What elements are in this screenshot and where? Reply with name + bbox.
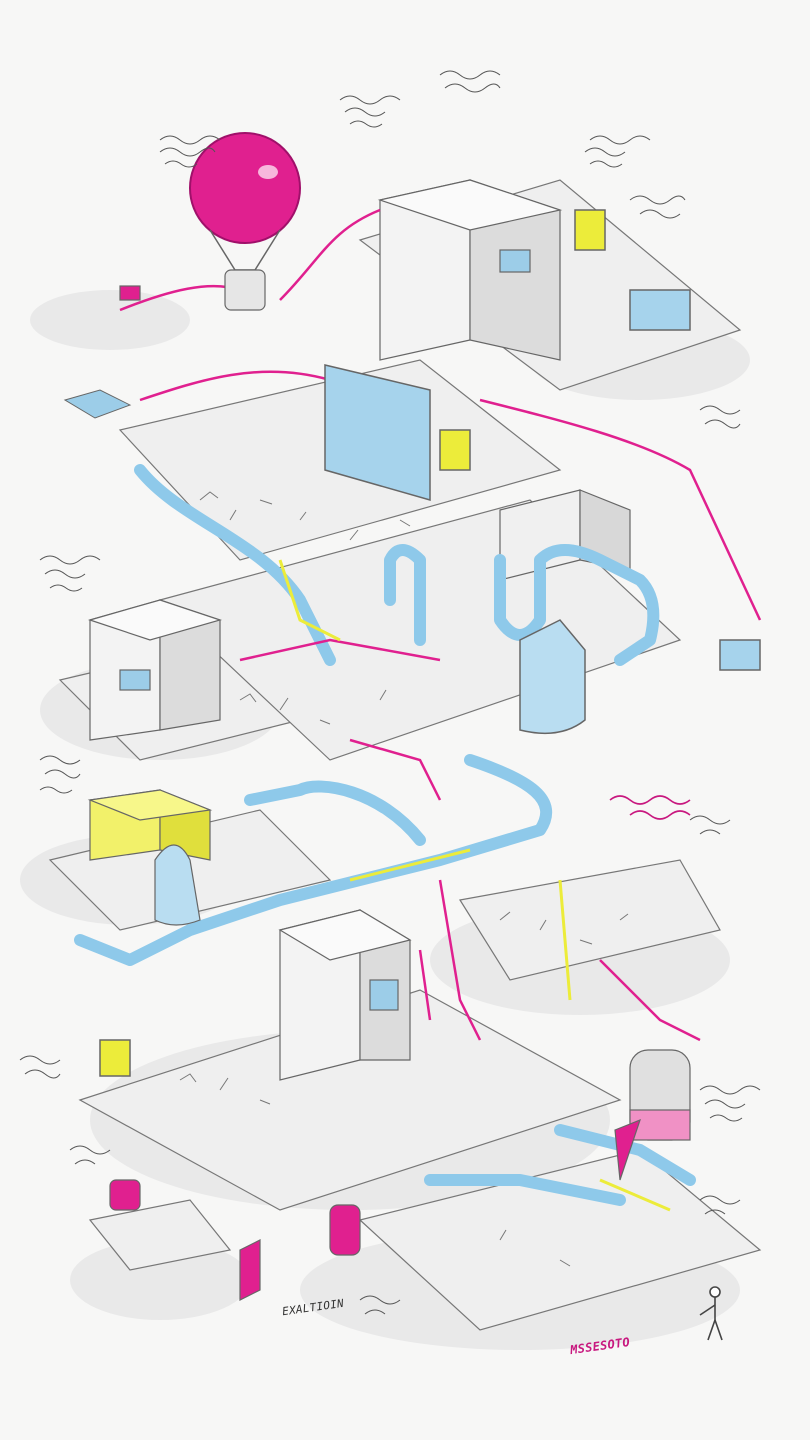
person-figure	[699, 1286, 723, 1341]
platform-right-mid	[459, 859, 721, 981]
handwritten-annotations	[19, 70, 761, 1315]
blue-pipe-network	[74, 464, 696, 1206]
platform-bottom-left	[88, 1199, 232, 1271]
magenta-features	[109, 285, 641, 1301]
magenta-annotations	[609, 795, 691, 820]
blue-panel	[63, 389, 132, 419]
yellow-cables	[278, 559, 671, 1212]
magenta-cables	[119, 208, 762, 1042]
billboard-screen	[324, 364, 431, 501]
glass-vessel	[154, 619, 586, 926]
buildings	[87, 179, 691, 1141]
monitor-screens	[99, 209, 761, 1077]
detail-clutter	[179, 491, 629, 1267]
balloon-icon	[189, 132, 301, 311]
platform-bottom-right	[358, 1149, 762, 1331]
